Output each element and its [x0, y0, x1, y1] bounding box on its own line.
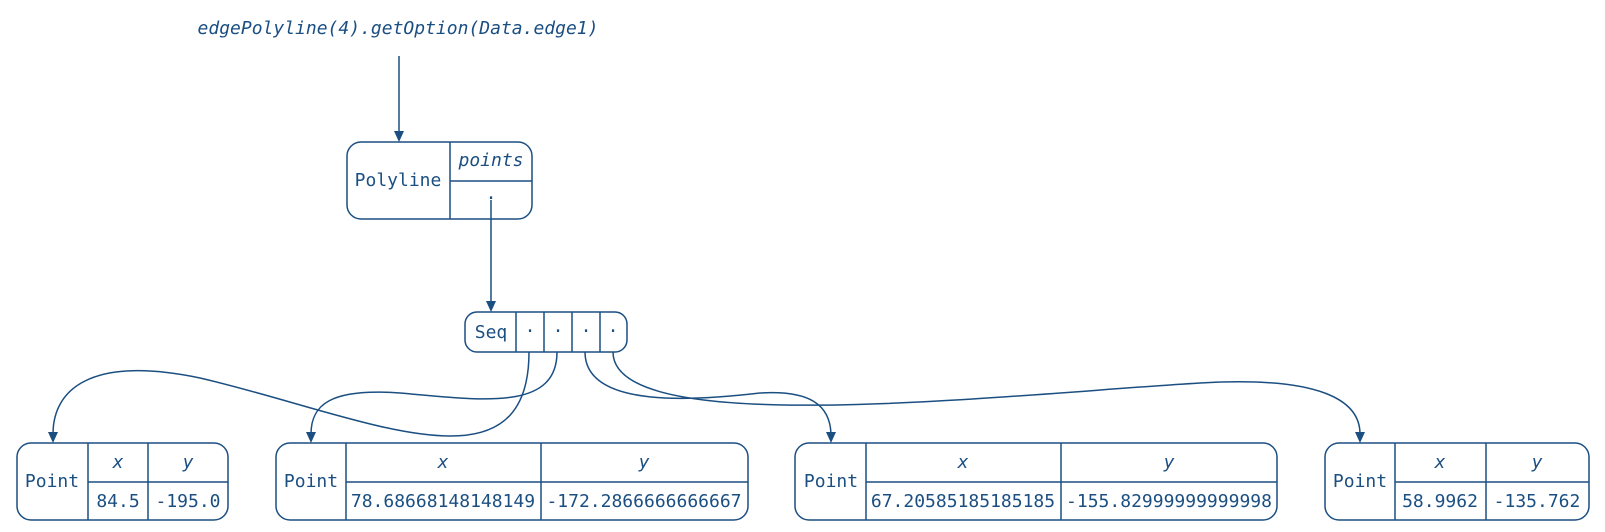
point-1-y-header: y — [182, 452, 194, 473]
point-1-x-value: 84.5 — [96, 491, 139, 512]
point-4-y-value: -135.762 — [1494, 491, 1581, 512]
seq-slot-1: · — [553, 321, 564, 342]
point-3-y-value: -155.82999999999998 — [1066, 491, 1272, 512]
point-4-y-header: y — [1531, 452, 1543, 473]
arrow-seq-to-point-3 — [584, 351, 836, 443]
point-2-x-header: x — [437, 452, 449, 473]
polyline-node: Polyline points · — [346, 141, 533, 220]
expression-label: edgePolyline(4).getOption(Data.edge1) — [198, 18, 599, 39]
arrow-expression-to-polyline — [394, 56, 404, 142]
point-node-4: Point x y 58.9962 -135.762 — [1324, 442, 1590, 521]
arrow-seq-to-point-2 — [306, 351, 558, 443]
point-4-label: Point — [1333, 471, 1387, 492]
arrow-polyline-to-seq — [486, 200, 496, 312]
point-2-y-header: y — [638, 452, 650, 473]
point-1-y-value: -195.0 — [155, 491, 220, 512]
point-2-x-value: 78.68668148148149 — [351, 491, 535, 512]
arrow-seq-to-point-4 — [612, 351, 1365, 443]
seq-slot-2: · — [581, 321, 592, 342]
point-4-x-header: x — [1434, 452, 1446, 473]
point-node-3: Point x y 67.20585185185185 -155.8299999… — [794, 442, 1278, 521]
point-2-y-value: -172.2866666666667 — [546, 491, 741, 512]
seq-slot-0: · — [525, 321, 536, 342]
polyline-field-points: points — [457, 150, 523, 171]
polyline-field-value: · — [486, 188, 497, 209]
polyline-label: Polyline — [355, 170, 442, 191]
point-3-y-header: y — [1163, 452, 1175, 473]
point-4-x-value: 58.9962 — [1402, 491, 1478, 512]
point-node-2: Point x y 78.68668148148149 -172.2866666… — [275, 442, 749, 521]
point-3-label: Point — [804, 471, 858, 492]
point-1-x-header: x — [112, 452, 124, 473]
point-1-label: Point — [25, 471, 79, 492]
arrow-seq-to-point-1 — [48, 351, 530, 443]
seq-node: Seq · · · · — [464, 311, 628, 353]
point-2-label: Point — [284, 471, 338, 492]
point-node-1: Point x y 84.5 -195.0 — [16, 442, 229, 521]
seq-slot-3: · — [608, 321, 619, 342]
seq-label: Seq — [475, 322, 508, 343]
point-3-x-value: 67.20585185185185 — [871, 491, 1055, 512]
point-3-x-header: x — [957, 452, 969, 473]
